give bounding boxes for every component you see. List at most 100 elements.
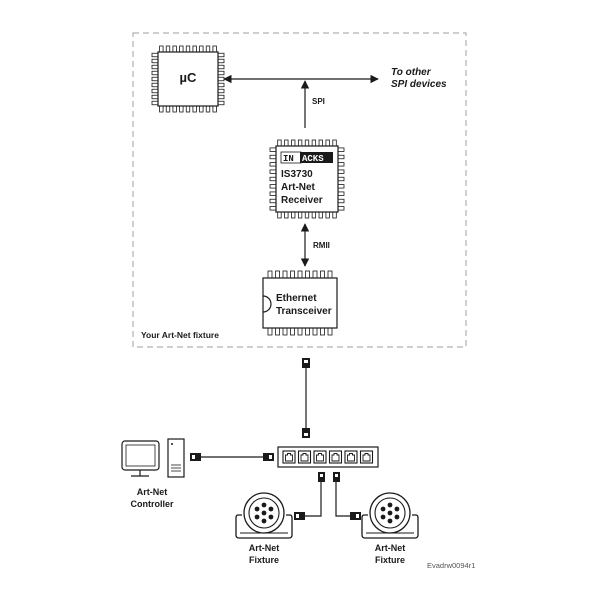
chip-pin xyxy=(337,176,345,182)
fixture-led xyxy=(268,506,274,512)
chip-pin xyxy=(337,198,345,204)
fixture-led xyxy=(254,506,260,512)
fixture-led xyxy=(261,518,267,524)
chip-pin xyxy=(269,169,277,174)
chip-pin xyxy=(332,211,337,219)
rj45-port-icon xyxy=(297,450,312,464)
chip-pin xyxy=(212,105,217,113)
chip-pin xyxy=(172,45,177,53)
chip-pin xyxy=(269,162,277,167)
chip-pin xyxy=(337,206,345,211)
chip-pin xyxy=(217,52,225,58)
chip-pin xyxy=(217,70,225,76)
chip-pin xyxy=(297,139,303,147)
fixture-boundary-label: Your Art-Net fixture xyxy=(141,330,219,340)
fixture1-label-line2: Fixture xyxy=(249,555,279,565)
controller-label-line2: Controller xyxy=(130,499,173,509)
chip-pin xyxy=(217,64,225,70)
ethernet-switch xyxy=(277,446,379,468)
chip-pin xyxy=(311,211,317,219)
controller-to-switch-cable xyxy=(190,453,274,461)
fixture-led xyxy=(387,518,393,524)
chip-pin xyxy=(151,76,159,82)
chip-pin xyxy=(205,105,211,113)
chip-pin xyxy=(217,88,225,94)
logo-text-left: IN xyxy=(283,154,294,164)
chip-pin xyxy=(312,327,318,336)
chip-pin xyxy=(304,139,310,147)
fixture-led xyxy=(254,514,260,520)
chip-pin xyxy=(205,45,211,53)
chip-pin xyxy=(269,198,277,204)
chip-pin xyxy=(172,105,177,113)
rmii-link: RMII xyxy=(300,223,330,267)
microcontroller-chip: µC xyxy=(151,45,225,113)
chip-pin xyxy=(151,52,159,58)
chip-pin xyxy=(337,162,345,167)
chip-pin xyxy=(151,94,159,100)
monitor-icon xyxy=(121,440,160,477)
art-net-fixture xyxy=(235,492,293,539)
spi-label: SPI xyxy=(312,97,325,106)
inacks-logo: IN ACKS xyxy=(280,151,333,164)
fixture-led xyxy=(380,514,386,520)
chip-pin xyxy=(327,270,333,279)
chip-pin xyxy=(297,327,303,336)
ethernet-chip-line2: Transceiver xyxy=(276,306,332,317)
fixture-led xyxy=(261,510,267,516)
chip-pin xyxy=(185,105,191,113)
chip-pin xyxy=(284,211,289,219)
rj45-plug-icon xyxy=(333,472,340,482)
rj45-plug-icon xyxy=(318,472,325,482)
chip-pin xyxy=(284,139,289,147)
chip-pin xyxy=(179,105,184,113)
fixture2-label-line1: Art-Net xyxy=(375,543,406,553)
chip-pin xyxy=(217,100,225,106)
rj45-plug-icon xyxy=(302,428,310,438)
chip-pin xyxy=(217,94,225,100)
chip-pin xyxy=(297,270,303,279)
chip-pin xyxy=(325,139,330,147)
chip-pin xyxy=(282,327,288,336)
chip-pin xyxy=(337,184,345,189)
chip-pin xyxy=(275,327,280,336)
computer-tower-icon xyxy=(167,438,185,478)
chip-pin xyxy=(151,58,159,64)
rj45-port-icon xyxy=(313,450,327,464)
fixture-boundary: Your Art-Net fixture xyxy=(132,32,467,348)
chip-pin xyxy=(291,139,296,147)
chip-pin xyxy=(304,211,310,219)
chip-pin xyxy=(318,211,323,219)
fixture2-label-line2: Fixture xyxy=(375,555,405,565)
chip-pin xyxy=(151,88,159,94)
drawing-id: Evadrw0094r1 xyxy=(427,561,475,570)
logo-text-right: ACKS xyxy=(302,154,324,164)
chip-pin xyxy=(311,139,317,147)
chip-pin xyxy=(199,105,204,113)
chip-pin xyxy=(332,139,337,147)
chip-pin xyxy=(217,58,225,64)
fixture-led xyxy=(387,502,393,508)
rj45-plug-icon xyxy=(350,512,361,520)
rj45-port-icon xyxy=(344,450,358,464)
chip-pin xyxy=(325,211,330,219)
chip-pin xyxy=(151,82,159,88)
chip-pin xyxy=(305,270,310,279)
rj45-plug-icon xyxy=(190,453,201,461)
chip-pin xyxy=(312,270,318,279)
chip-notch-icon xyxy=(262,295,272,313)
art-net-controller: Art-Net Controller xyxy=(121,438,185,509)
spi-destination-line1: To other xyxy=(391,67,432,78)
chip-pin xyxy=(327,327,333,336)
chip-pin xyxy=(179,45,184,53)
microcontroller-label: µC xyxy=(180,70,197,85)
rmii-label: RMII xyxy=(313,241,330,250)
fixture-to-switch-cable xyxy=(302,358,310,438)
spi-bus: SPI To other SPI devices xyxy=(223,67,447,128)
chip-pin xyxy=(217,82,225,88)
chip-pin xyxy=(320,270,325,279)
chip-pin xyxy=(151,64,159,70)
chip-pin xyxy=(305,327,310,336)
chip-pin xyxy=(199,45,204,53)
